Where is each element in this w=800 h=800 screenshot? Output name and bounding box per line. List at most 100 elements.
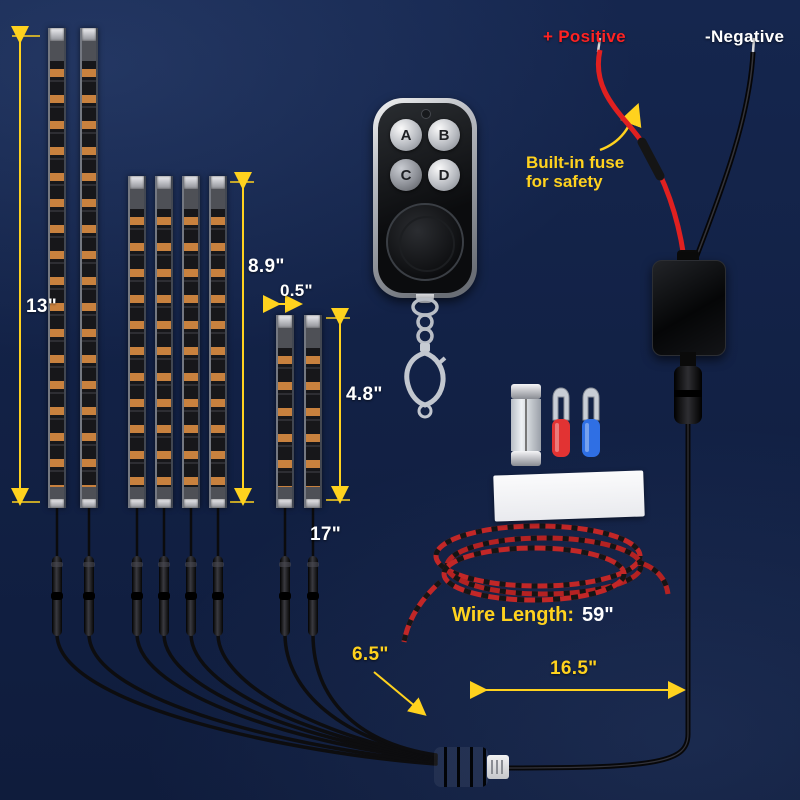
spade-terminal-red <box>552 387 570 457</box>
strip-clear-sleeve <box>306 328 320 348</box>
remote-led-indicator <box>421 109 431 119</box>
strip-end-cap <box>130 176 144 189</box>
spade-terminal-blue <box>582 387 600 457</box>
controller-output-wire-highlight <box>507 424 689 769</box>
barrel-connector <box>674 366 702 424</box>
splitter-hub <box>434 747 488 787</box>
led-strip-short <box>304 315 322 508</box>
wire-length-label: Wire Length: 59" <box>452 604 614 627</box>
strip-clear-sleeve <box>130 487 144 499</box>
rf-remote: A B C D <box>373 98 477 298</box>
wire-connector <box>307 556 319 636</box>
strip-led-body <box>184 209 198 487</box>
led-strip-long <box>48 28 66 508</box>
controller-outlet-nub <box>680 352 696 366</box>
strip-led-body <box>278 348 292 487</box>
strip-end-cap <box>82 499 96 508</box>
wire-connector <box>158 556 170 636</box>
dim-label-16-5: 16.5" <box>550 658 598 679</box>
wire-connector <box>131 556 143 636</box>
strip-end-cap <box>278 315 292 328</box>
strip-clear-sleeve <box>157 487 171 499</box>
strip-pigtail-wires <box>55 505 315 558</box>
keychain-clasp <box>404 298 447 419</box>
fuse-metal-cap <box>511 451 541 466</box>
strip-end-cap <box>50 499 64 508</box>
dim-label-17: 17" <box>310 524 342 545</box>
dim-label-13: 13" <box>26 296 58 317</box>
strip-led-body <box>50 61 64 487</box>
strip-bundle-wires <box>55 632 438 766</box>
adhesive-pad <box>493 470 645 522</box>
strip-clear-sleeve <box>130 189 144 209</box>
negative-wire-highlight <box>695 51 754 259</box>
strip-end-cap <box>306 315 320 328</box>
fuse-note: Built-in fuse for safety <box>526 153 624 191</box>
controller-box <box>652 260 726 356</box>
positive-label: + Positive <box>543 27 626 46</box>
dim-label-8-9: 8.9" <box>248 256 285 277</box>
led-strip-medium <box>155 176 173 508</box>
led-strip-long <box>80 28 98 508</box>
fuse-note-arrow <box>599 102 642 152</box>
strip-led-body <box>157 209 171 487</box>
fuse-note-line1: Built-in fuse <box>526 153 625 172</box>
wire-connector <box>185 556 197 636</box>
led-strip-medium <box>209 176 227 508</box>
strip-led-body <box>211 209 225 487</box>
strip-led-body <box>306 348 320 487</box>
splitter-connector-tip <box>487 755 509 779</box>
strip-end-cap <box>157 176 171 189</box>
fuse-note-line2: for safety <box>526 172 603 191</box>
strip-end-cap <box>306 499 320 508</box>
dim-label-0-5: 0.5" <box>280 281 313 300</box>
remote-face: A B C D <box>378 103 472 293</box>
strip-led-body <box>82 61 96 487</box>
strip-led-body <box>130 209 144 487</box>
wire-connector <box>279 556 291 636</box>
strip-end-cap <box>211 499 225 508</box>
dim-label-6-5: 6.5" <box>352 644 389 665</box>
wire-length-text: Wire Length: <box>452 604 575 626</box>
negative-wire-black <box>693 51 756 259</box>
led-strip-medium <box>182 176 200 508</box>
strip-end-cap <box>278 499 292 508</box>
led-strip-short <box>276 315 294 508</box>
wire-connector <box>212 556 224 636</box>
strip-end-cap <box>157 499 171 508</box>
strip-clear-sleeve <box>184 189 198 209</box>
fuse-metal-cap <box>511 384 541 399</box>
strip-clear-sleeve <box>157 189 171 209</box>
wire-length-value: 59" <box>582 604 614 626</box>
spare-fuse <box>511 384 541 466</box>
strip-clear-sleeve <box>50 41 64 61</box>
strip-clear-sleeve <box>278 487 292 499</box>
strip-end-cap <box>211 176 225 189</box>
remote-button-c: C <box>390 159 422 191</box>
coiled-wire <box>401 523 671 643</box>
remote-button-b: B <box>428 119 460 151</box>
remote-speaker-circle <box>386 203 464 281</box>
negative-label: -Negative <box>705 27 785 46</box>
strip-clear-sleeve <box>82 487 96 499</box>
negative-wire-tip <box>751 37 756 53</box>
strip-end-cap <box>82 28 96 41</box>
strip-clear-sleeve <box>211 487 225 499</box>
dimension-lines <box>11 26 686 716</box>
dim-label-4-8: 4.8" <box>346 384 383 405</box>
strip-clear-sleeve <box>50 487 64 499</box>
strip-clear-sleeve <box>82 41 96 61</box>
strip-end-cap <box>130 499 144 508</box>
inline-fuse-holder <box>637 137 665 181</box>
strip-end-cap <box>184 499 198 508</box>
fuse-glass-body <box>511 399 541 451</box>
strip-end-cap <box>184 176 198 189</box>
strip-clear-sleeve <box>211 189 225 209</box>
remote-button-d: D <box>428 159 460 191</box>
strip-clear-sleeve <box>184 487 198 499</box>
strip-end-cap <box>50 28 64 41</box>
wire-connector <box>83 556 95 636</box>
strip-clear-sleeve <box>278 328 292 348</box>
